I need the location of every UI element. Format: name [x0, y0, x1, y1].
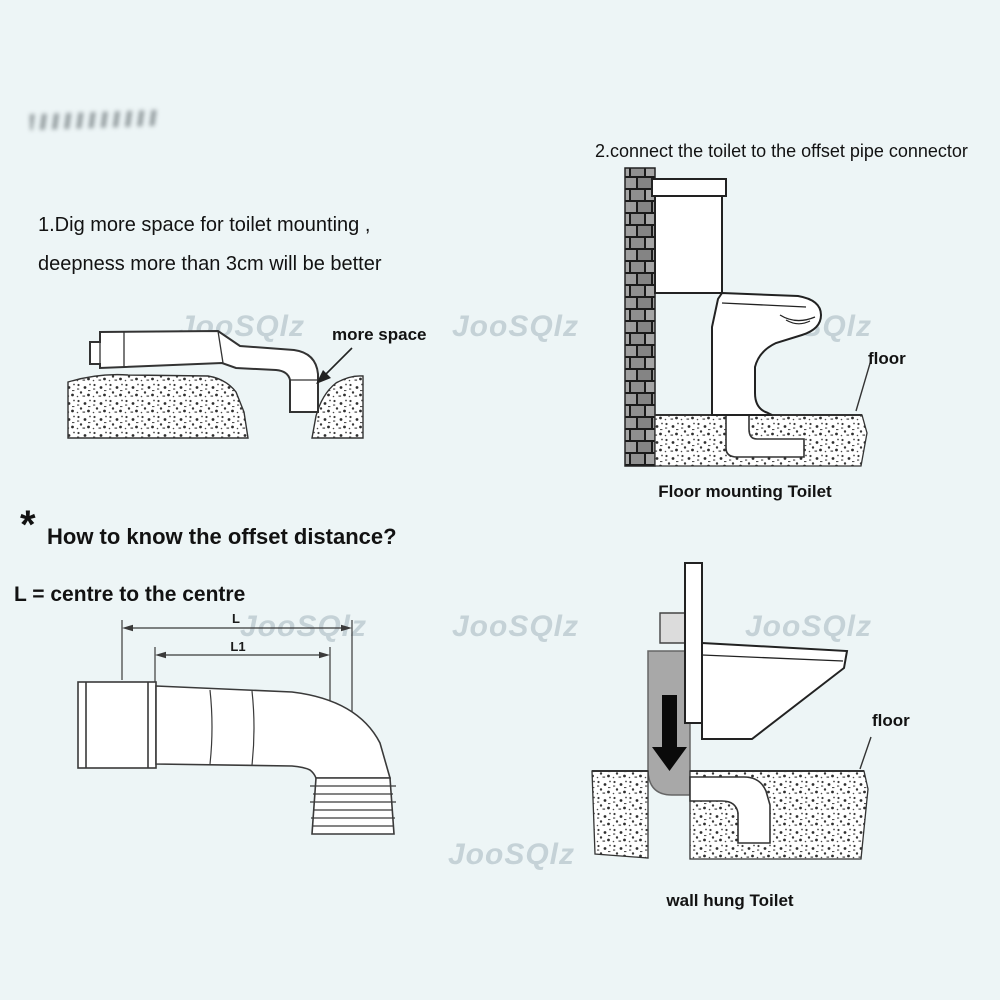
dig-space-diagram	[67, 329, 364, 439]
more-space-label: more space	[332, 325, 427, 344]
corrugated-outlet	[310, 777, 396, 835]
trench-ground	[67, 373, 364, 439]
floor-left	[591, 770, 649, 859]
step1-line1: 1.Dig more space for toilet mounting ,	[38, 214, 371, 236]
under-floor-pipe	[689, 776, 771, 844]
more-space-arrow	[316, 347, 353, 384]
watermark-text: JooSQlz	[448, 838, 576, 871]
wall-hung-caption: wall hung Toilet	[666, 891, 794, 910]
floor-toilet-caption: Floor mounting Toilet	[658, 482, 832, 501]
down-arrow	[652, 695, 687, 771]
toilet-bowl	[701, 641, 849, 740]
dimension-arrowheads	[122, 624, 352, 659]
watermark-text: JooSQlz	[452, 610, 580, 643]
offset-pipe-drawing: L L1	[77, 611, 396, 835]
mounting-panel	[684, 562, 703, 724]
floor-label-1: floor	[868, 349, 906, 368]
floor-leader-line	[855, 359, 872, 412]
asterisk-mark: *	[20, 503, 36, 547]
offset-pipe-outline	[89, 329, 319, 413]
toilet-profile	[651, 178, 823, 416]
brick-wall	[624, 167, 656, 467]
corner-watermark-smudge	[29, 109, 161, 131]
offset-question: How to know the offset distance?	[47, 524, 397, 549]
step2-title: 2.connect the toilet to the offset pipe …	[595, 141, 968, 161]
dim-label-L1: L1	[230, 639, 245, 654]
outlet-pipe	[725, 414, 805, 458]
floor-leader-line	[859, 736, 872, 770]
dim-label-L: L	[232, 611, 240, 626]
step1-text: 1.Dig more space for toilet mounting , d…	[38, 206, 382, 284]
floor-label-2: floor	[872, 711, 910, 730]
watermark-text: JooSQlz	[452, 310, 580, 343]
pipe-body	[77, 681, 392, 779]
offset-formula: L = centre to the centre	[14, 583, 246, 606]
watermark-text: JooSQlz	[745, 610, 873, 643]
step1-line2: deepness more than 3cm will be better	[38, 253, 382, 275]
floor-toilet-diagram	[624, 167, 872, 467]
wall-hung-diagram	[591, 562, 872, 860]
cistern-inlet	[659, 612, 686, 644]
